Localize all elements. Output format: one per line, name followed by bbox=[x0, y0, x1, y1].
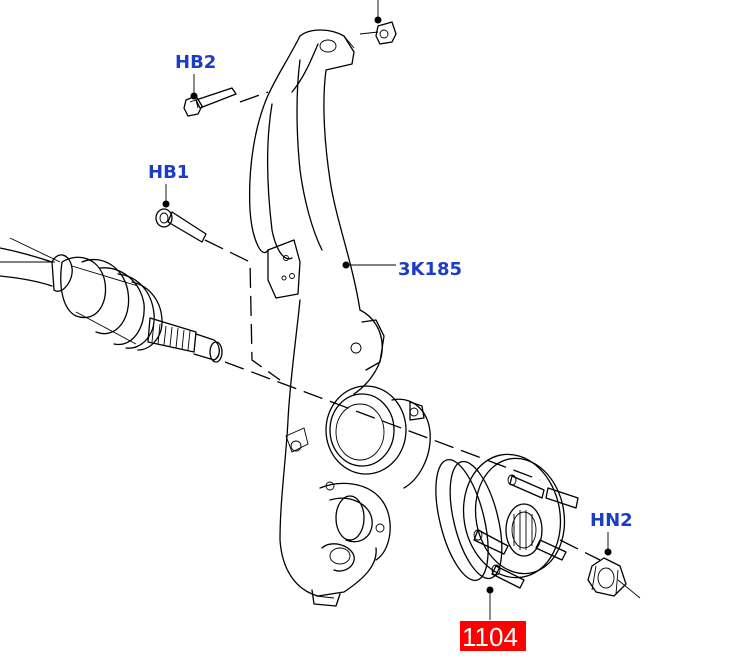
drive-shaft bbox=[0, 237, 223, 363]
bolt-hb2 bbox=[183, 87, 237, 117]
wheel-hub bbox=[435, 453, 579, 589]
callout-hn2[interactable]: HN2 bbox=[590, 510, 633, 531]
assembly-axis-lines bbox=[204, 91, 641, 599]
callout-1104[interactable]: 1104 bbox=[462, 622, 518, 652]
hub-nut-hn2 bbox=[587, 557, 627, 597]
callout-3k185[interactable]: 3K185 bbox=[398, 259, 462, 280]
top-nut bbox=[359, 21, 397, 45]
leader-lines bbox=[162, 0, 612, 620]
bolt-hb1 bbox=[155, 208, 207, 243]
callout-hb2[interactable]: HB2 bbox=[175, 52, 216, 73]
steering-knuckle bbox=[249, 29, 431, 607]
callout-hb1[interactable]: HB1 bbox=[148, 162, 189, 183]
callout-1104-group[interactable]: 1104 bbox=[460, 621, 526, 652]
callout-1104-highlight bbox=[460, 621, 526, 651]
